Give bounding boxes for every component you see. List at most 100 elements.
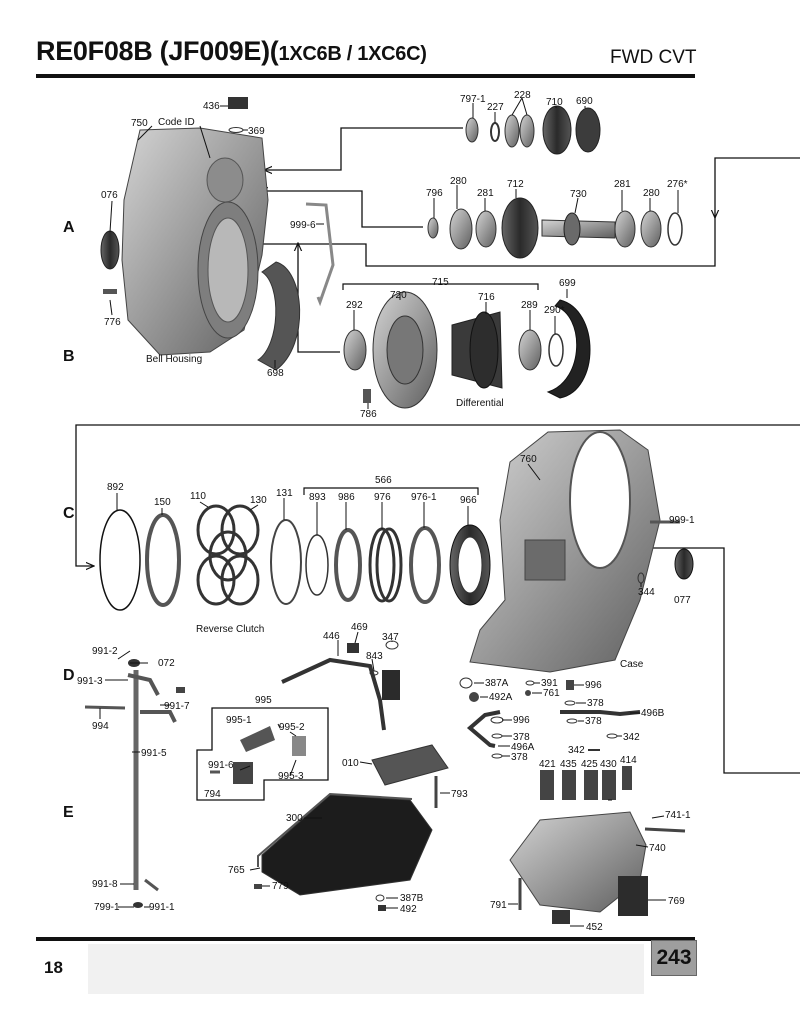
part-label: 496A [511,742,535,753]
part-label: 976-1 [411,492,437,503]
leader-lines [99,97,679,927]
caption-reverse-clutch: Reverse Clutch [196,624,264,635]
part-label: 469 [351,622,368,633]
footer-panel [88,944,644,994]
filter-and-pan [254,744,449,911]
title-models: 1XC6B / 1XC6C) [278,43,427,65]
part-label: 387A [485,678,509,689]
part-label: 786 [360,409,377,420]
part-label: 991-3 [77,676,103,687]
part-label: 150 [154,497,171,508]
part-label: 716 [478,292,495,303]
part-label: 794 [204,789,221,800]
part-label: 280 [643,188,660,199]
part-label: 281 [614,179,631,190]
part-label: 793 [451,789,468,800]
part-label: 492A [489,692,513,703]
bell-housing [121,127,269,356]
part-label: 130 [250,495,267,506]
caption-case: Case [620,659,644,670]
part-077-seal [674,548,694,580]
section-b-label: B [63,348,75,365]
part-label: 994 [92,721,109,732]
section-a-parts [427,105,683,259]
bottom-rule [36,937,695,941]
part-label: 281 [477,188,494,199]
part-label: 010 [342,758,359,769]
part-label: 690 [576,96,593,107]
part-label: 720 [390,290,407,301]
part-label: 712 [507,179,524,190]
part-label: 347 [382,632,399,643]
part-label: 566 [375,475,392,486]
section-c-parts [99,487,491,611]
transmission-case [469,429,661,673]
part-076-seal [100,230,120,270]
part-label: 986 [338,492,355,503]
flow-lines [75,127,800,774]
part-label: 378 [511,752,528,763]
part-label: 843 [366,651,383,662]
part-label: 387B [400,893,424,904]
page-badge: 243 [651,940,697,976]
page-title: RE0F08B (JF009E)(1XC6B / 1XC6C) [36,36,427,67]
part-label: 797-1 [460,94,486,105]
part-label: 378 [587,698,604,709]
part-label: 430 [600,759,617,770]
part-label: 995-3 [278,771,304,782]
part-label: 699 [559,278,576,289]
part-label: 991-2 [92,646,118,657]
part-label: 776 [104,317,121,328]
part-label: 999-1 [669,515,695,526]
part-label: 892 [107,482,124,493]
part-label: 741-1 [665,810,691,821]
page-subtitle: FWD CVT [610,47,697,68]
part-label: 344 [638,587,655,598]
title-main: RE0F08B (JF009E)( [36,36,279,66]
part-label: 300 [286,813,303,824]
part-label: 710 [546,97,563,108]
part-label: 769 [668,896,685,907]
part-label: 999-6 [290,220,316,231]
part-label: 730 [570,189,587,200]
part-label: 227 [487,102,504,113]
part-698-baffle [257,261,301,371]
part-label: 761 [543,688,560,699]
part-label: 698 [267,368,284,379]
section-d-label: D [63,667,75,684]
part-label: 996 [585,680,602,691]
part-369-oring [228,127,244,133]
part-label: 765 [228,865,245,876]
part-label: 436 [203,101,220,112]
part-label: 077 [674,595,691,606]
part-label: 446 [323,631,340,642]
part-label: 991-5 [141,748,167,759]
part-label: 289 [521,300,538,311]
part-label: 276* [667,179,688,190]
caption-code-id: Code ID [158,117,195,128]
part-999-6-tube [305,202,335,307]
section-c-label: C [63,505,75,522]
part-436-sensor [228,97,248,109]
part-776-bolt [103,289,117,294]
part-number-labels: 436 369 750 076 776 698 999-6 797-1 227 … [77,90,695,933]
part-label: 799-1 [94,902,120,913]
part-label: 292 [346,300,363,311]
part-label: 791 [490,900,507,911]
part-label: 492 [400,904,417,915]
section-e-label: E [63,804,74,821]
part-label: 076 [101,190,118,201]
caption-bell-housing: Bell Housing [146,354,202,365]
part-label: 425 [581,759,598,770]
part-label: 378 [585,716,602,727]
part-label: 991-1 [149,902,175,913]
section-b-parts [342,283,591,409]
page-number: 18 [44,958,63,977]
part-label: 796 [426,188,443,199]
part-label: 378 [513,732,530,743]
top-rule [36,74,695,78]
harness-and-linkage [196,640,400,801]
part-label: 991-8 [92,879,118,890]
part-label: 995 [255,695,272,706]
